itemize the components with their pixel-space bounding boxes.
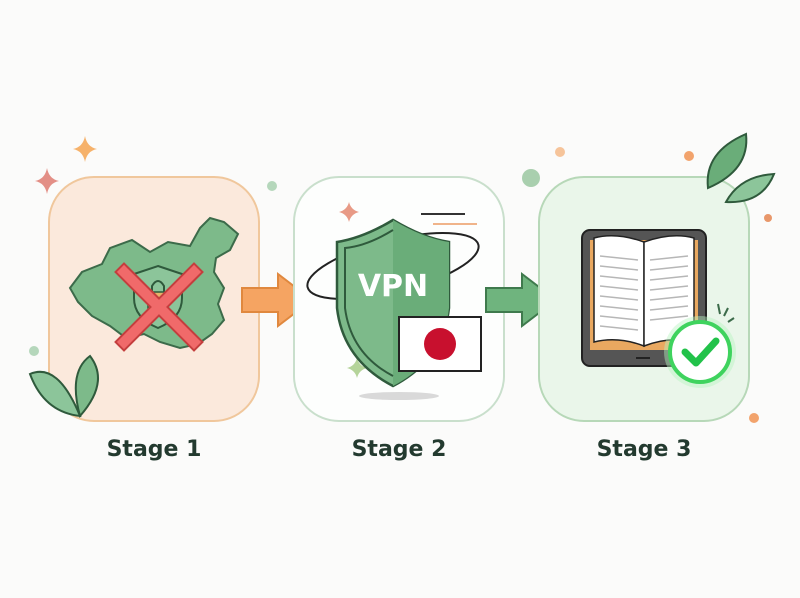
china-map-icon — [68, 216, 240, 352]
sparkle-icon — [347, 358, 367, 378]
stage-2-label: Stage 2 — [351, 437, 447, 462]
sparkle-icon — [339, 202, 359, 222]
dot — [749, 413, 759, 423]
dot — [764, 214, 772, 222]
dot — [267, 181, 277, 191]
sparkle-icon — [35, 168, 59, 194]
vpn-shield-icon: VPN — [306, 202, 482, 400]
leaves-icon — [706, 132, 776, 204]
vpn-text: VPN — [358, 269, 428, 304]
leaf-icon — [28, 354, 99, 419]
dot — [522, 169, 540, 187]
dot — [555, 147, 565, 157]
dot — [29, 346, 39, 356]
stage-3-label: Stage 3 — [596, 437, 692, 462]
ereader-icon — [581, 229, 736, 388]
stage-1-label: Stage 1 — [106, 437, 202, 462]
japan-flag-icon — [398, 316, 482, 372]
dot — [684, 151, 694, 161]
red-cross-icon — [114, 262, 204, 352]
check-badge-icon — [664, 303, 736, 388]
sparkle-icon — [73, 136, 97, 162]
